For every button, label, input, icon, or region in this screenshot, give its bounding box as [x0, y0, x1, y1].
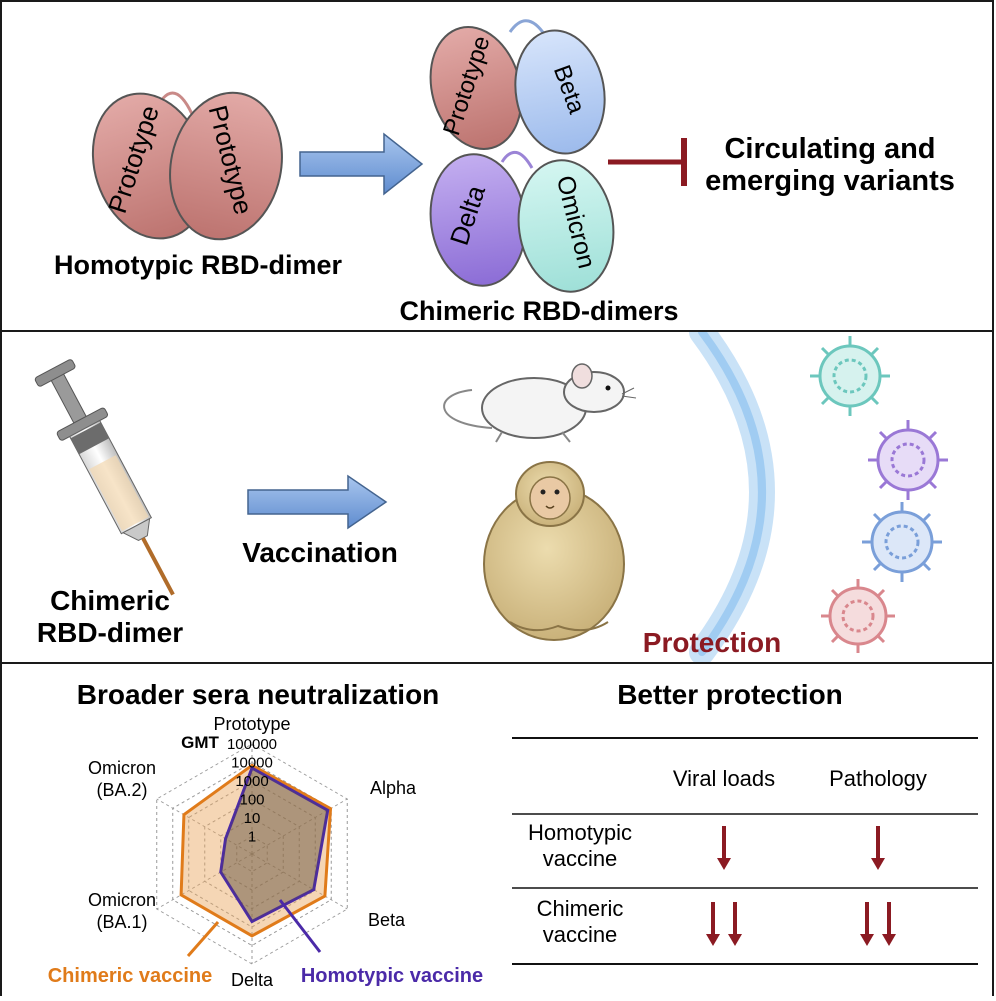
linker: [500, 151, 534, 169]
omicron-domain: [517, 159, 615, 293]
prototype-domain: [169, 91, 283, 241]
homotypic-caption: Homotypic RBD-dimer: [54, 250, 343, 280]
radar-axis-label: Alpha: [370, 778, 417, 798]
syringe-icon: [34, 359, 175, 596]
radar-axis-label: (BA.2): [96, 780, 147, 800]
radar-series-chimeric: [179, 763, 333, 938]
table-row-label: Chimeric: [537, 896, 624, 921]
legend-chimeric: Chimeric vaccine: [48, 965, 213, 987]
left-title: Broader sera neutralization: [77, 679, 440, 710]
beta-domain: [514, 29, 606, 155]
radar-overlap-shade: [220, 768, 328, 922]
middle-panel: Chimeric RBD-dimer Vaccination: [0, 319, 994, 665]
down-arrow-head-icon: [728, 934, 742, 946]
down-arrow-head-icon: [882, 934, 896, 946]
legend-homotypic: Homotypic vaccine: [301, 965, 483, 987]
inhibits-label-line1: Circulating and: [724, 133, 935, 165]
radar-spoke: [156, 853, 253, 910]
table-column-header: Pathology: [829, 766, 927, 791]
top-panel: Prototype Prototype Homotypic RBD-dimer …: [0, 0, 994, 332]
down-arrow-head-icon: [706, 934, 720, 946]
radar-axis-label: (BA.1): [96, 912, 147, 932]
virus-icon: [862, 502, 942, 582]
radar-tick-label: 100: [239, 791, 264, 808]
down-arrow-head-icon: [860, 934, 874, 946]
vaccine-label-line1: Chimeric: [50, 585, 170, 616]
virus-icon: [821, 579, 895, 653]
radar-axis-label: Delta: [231, 970, 274, 990]
radar-series-homotypic: [219, 765, 330, 924]
table-row-label: Homotypic: [528, 820, 632, 845]
top-panel-art: Prototype Prototype Homotypic RBD-dimer …: [54, 19, 955, 326]
vaccine-label-line2: RBD-dimer: [37, 617, 183, 648]
legend-leader-chimeric: [186, 921, 220, 957]
right-title: Better protection: [617, 679, 843, 710]
arrow-icon: [247, 474, 388, 530]
chimeric-caption: Chimeric RBD-dimers: [399, 296, 678, 326]
table-row-label: vaccine: [543, 846, 618, 871]
radar-axis-label: Beta: [368, 910, 406, 930]
monkey-icon: [483, 461, 625, 641]
vaccination-label: Vaccination: [242, 537, 398, 568]
legend-leader-homotypic: [278, 899, 322, 953]
shield-arc: [689, 319, 775, 665]
bottom-panel: Broader sera neutralization Better prote…: [0, 662, 994, 996]
down-arrow-head-icon: [717, 858, 731, 870]
virus-icon: [810, 336, 890, 416]
shield-arc-core: [698, 328, 766, 656]
radar-spoke: [251, 853, 348, 910]
radar-tick-label: 1000: [235, 773, 268, 790]
table-row-label: vaccine: [543, 922, 618, 947]
bottom-panel-art: Broader sera neutralization Better prote…: [48, 679, 978, 990]
radar-axis-label: Prototype: [213, 714, 290, 734]
radar-tick-label: 100000: [227, 736, 277, 753]
radar-radial-label: GMT: [181, 733, 219, 752]
radar-tick-label: 1: [248, 828, 256, 845]
radar-axis-label: Omicron: [88, 758, 156, 778]
down-arrow-head-icon: [871, 858, 885, 870]
inhibits-label-line2: emerging variants: [705, 165, 955, 197]
radar-axis-label: Omicron: [88, 890, 156, 910]
table-column-header: Viral loads: [673, 766, 775, 791]
radar-tick-label: 10000: [231, 754, 273, 771]
virus-icon: [868, 420, 948, 500]
middle-panel-art: Chimeric RBD-dimer Vaccination: [34, 319, 948, 665]
arrow-icon: [299, 132, 424, 196]
protection-label: Protection: [643, 627, 781, 658]
mouse-icon: [443, 363, 637, 443]
radar-tick-label: 10: [244, 810, 261, 827]
radar-spoke: [156, 798, 253, 855]
